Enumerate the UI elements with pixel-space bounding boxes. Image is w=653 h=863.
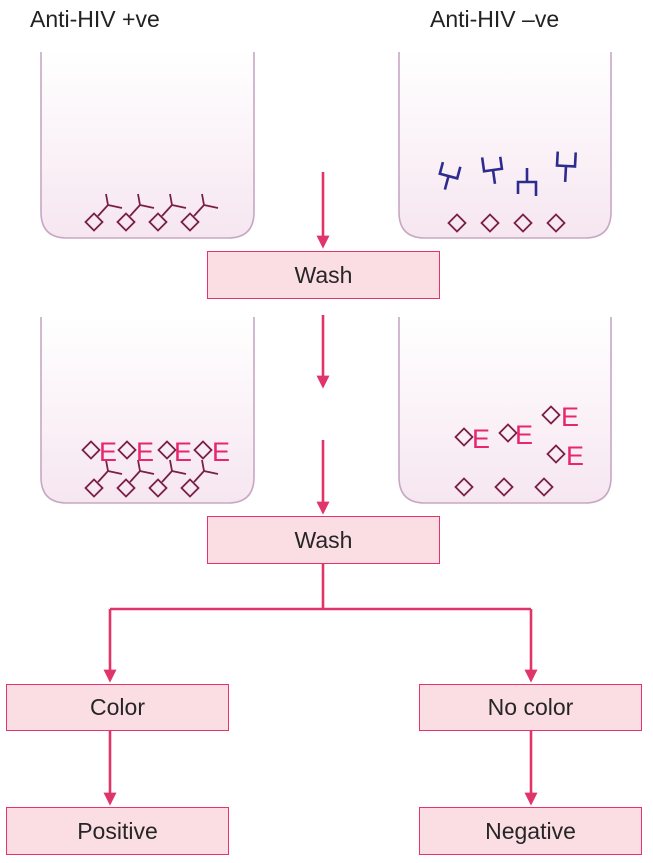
antigen-antibody-complex (148, 193, 187, 232)
observation-color-label: Color (90, 694, 145, 720)
antigen (447, 213, 467, 233)
antigen-antibody-complex (116, 193, 155, 232)
antigen-group-top-right (447, 213, 566, 233)
enzyme-label-group-bottom-left: E E E E (99, 437, 230, 467)
result-positive-label: Positive (77, 817, 158, 844)
free-antibody (555, 151, 578, 183)
wash-step-2-label: Wash (294, 526, 353, 553)
enzyme-label: E (566, 441, 584, 471)
labelled-antigen (157, 440, 177, 460)
title-anti-hiv-positive: Anti-HIV +ve (30, 6, 160, 32)
flow-arrows (103, 172, 538, 806)
antigen-antibody-complex (148, 459, 187, 498)
labelled-antigen (81, 440, 101, 460)
title-anti-hiv-negative: Anti-HIV –ve (430, 6, 560, 32)
antigen-antibody-complex (116, 459, 155, 498)
wash-step-1-label: Wash (294, 261, 353, 288)
labelled-antigen (454, 427, 474, 447)
labelled-antigen (193, 440, 213, 460)
well-bottom-left (40, 317, 255, 504)
enzyme-label: E (136, 437, 154, 467)
observation-no-color-label: No color (487, 694, 574, 720)
well-bottom-right (398, 317, 612, 504)
enzyme-label: E (515, 420, 533, 450)
free-antibody (438, 161, 462, 190)
antigen-antibody-complex (180, 193, 219, 232)
observation-no-color-box: No color (419, 684, 642, 731)
well-top-right (398, 52, 612, 239)
wash-step-1: Wash (207, 251, 440, 299)
labelled-antigen (541, 405, 561, 425)
antigen (494, 477, 514, 497)
antigen-group-bottom-right (454, 405, 566, 497)
labelled-antigen (117, 440, 137, 460)
antigen (480, 213, 500, 233)
enzyme-label: E (472, 424, 490, 454)
antigen-antibody-complex (84, 193, 123, 232)
result-positive-box: Positive (6, 807, 229, 855)
observation-color-box: Color (6, 684, 229, 731)
antigen (546, 213, 566, 233)
enzyme-label: E (561, 402, 579, 432)
enzyme-label-group-bottom-right: E E E E (472, 402, 584, 471)
enzyme-label: E (174, 437, 192, 467)
antigen-antibody-complex (180, 459, 219, 498)
labelled-antigen (546, 444, 566, 464)
result-negative-label: Negative (485, 817, 576, 844)
wash-step-2: Wash (207, 516, 440, 564)
enzyme-label: E (99, 437, 117, 467)
antigen (454, 477, 474, 497)
antigen-antibody-complex (84, 459, 123, 498)
well-top-left (40, 52, 255, 239)
labelled-antigen (498, 423, 518, 443)
antigen (513, 213, 533, 233)
free-antibody (480, 156, 504, 185)
free-antibody-group (438, 151, 578, 196)
bound-complex-group-bottom-left (81, 440, 219, 498)
result-negative-box: Negative (419, 807, 642, 855)
bound-complex-group-top-left (84, 193, 219, 232)
antigen (534, 477, 554, 497)
free-antibody (516, 168, 538, 196)
enzyme-label: E (212, 437, 230, 467)
